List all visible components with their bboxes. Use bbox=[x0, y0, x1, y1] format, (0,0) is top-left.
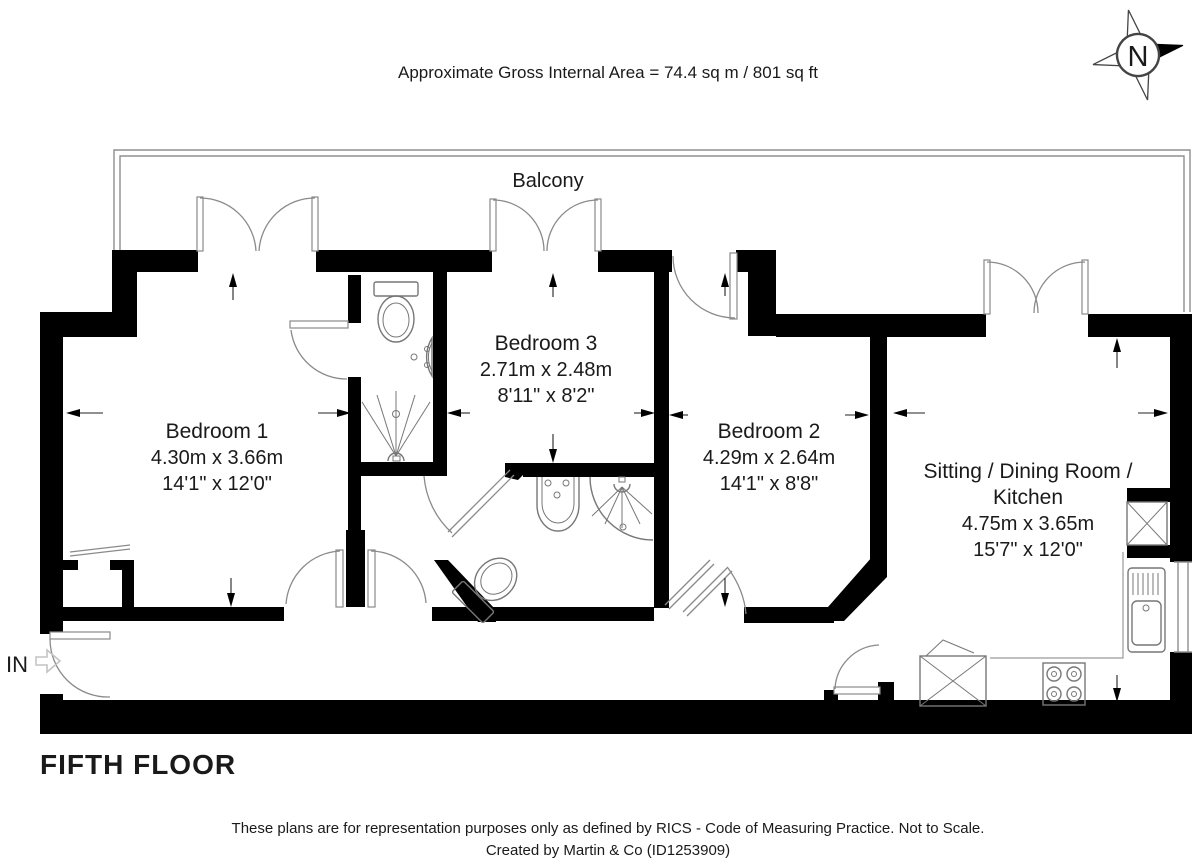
bedroom3-label: Bedroom 3 2.71m x 2.48m 8'11" x 8'2" bbox=[480, 332, 612, 407]
gross-internal-area-label: Approximate Gross Internal Area = 74.4 s… bbox=[398, 63, 818, 82]
kitchen-tall-unit-icon bbox=[1126, 501, 1168, 546]
sitting-room-imperial: 15'7" x 12'0" bbox=[973, 539, 1083, 561]
footer: These plans are for representation purpo… bbox=[232, 820, 985, 859]
entrance-in-label: IN bbox=[6, 652, 28, 677]
entrance-door bbox=[49, 631, 111, 698]
bedroom1-name: Bedroom 1 bbox=[166, 420, 269, 443]
sitting-room-balcony-french-doors bbox=[983, 259, 1089, 315]
sitting-room-label: Sitting / Dining Room / Kitchen 4.75m x … bbox=[924, 460, 1133, 561]
bedroom2-label: Bedroom 2 4.29m x 2.64m 14'1" x 8'8" bbox=[703, 420, 835, 495]
floor-title: FIFTH FLOOR bbox=[40, 749, 236, 780]
bedroom1-imperial: 14'1" x 12'0" bbox=[162, 473, 272, 495]
bedroom1-cupboard-door bbox=[69, 544, 131, 557]
ensuite-shower-icon bbox=[361, 391, 431, 462]
bathroom-shower-icon bbox=[589, 476, 654, 541]
balcony-railing bbox=[113, 149, 1191, 312]
doors bbox=[49, 196, 1089, 698]
bedroom3-name: Bedroom 3 bbox=[495, 332, 598, 355]
kitchen-appliance-icon bbox=[919, 639, 987, 707]
bedroom2-name: Bedroom 2 bbox=[718, 420, 821, 443]
footer-credit: Created by Martin & Co (ID1253909) bbox=[486, 842, 730, 859]
kitchen-hob-icon bbox=[1042, 662, 1086, 706]
inner-lobby-door bbox=[367, 549, 427, 608]
compass-circle bbox=[1115, 32, 1161, 78]
bedroom2-imperial: 14'1" x 8'8" bbox=[720, 473, 819, 495]
footer-disclaimer: These plans are for representation purpo… bbox=[232, 820, 985, 837]
bedroom2-balcony-door bbox=[672, 252, 738, 320]
bedroom3-metric: 2.71m x 2.48m bbox=[480, 359, 612, 381]
bedroom1-metric: 4.30m x 3.66m bbox=[151, 447, 283, 469]
balcony-label: Balcony bbox=[512, 170, 583, 192]
entrance-arrow-icon bbox=[35, 648, 62, 674]
bedroom3-imperial: 8'11" x 8'2" bbox=[497, 385, 594, 407]
bedroom2-metric: 4.29m x 2.64m bbox=[703, 447, 835, 469]
dimension-arrows bbox=[66, 273, 1168, 702]
entrance-annotation: IN bbox=[6, 648, 62, 677]
kitchen-sink-icon bbox=[1127, 567, 1166, 653]
ensuite-door bbox=[289, 320, 349, 380]
sitting-room-metric: 4.75m x 3.65m bbox=[962, 513, 1094, 535]
compass-north-label: N bbox=[1128, 41, 1149, 73]
bathroom-basin-icon bbox=[536, 477, 580, 532]
kitchen-window bbox=[1174, 561, 1192, 653]
bedroom1-label: Bedroom 1 4.30m x 3.66m 14'1" x 12'0" bbox=[151, 420, 283, 495]
bedroom1-hall-door bbox=[285, 549, 344, 608]
bedroom1-balcony-french-doors bbox=[196, 196, 319, 252]
compass-rose: N bbox=[1092, 9, 1184, 101]
sitting-room-name-line2: Kitchen bbox=[993, 486, 1063, 509]
sitting-room-name: Sitting / Dining Room / bbox=[924, 460, 1133, 483]
sitting-room-hall-door bbox=[833, 644, 881, 695]
bathroom-toilet-icon bbox=[451, 557, 518, 624]
ensuite-basin-icon bbox=[410, 335, 433, 379]
bedroom2-hall-door bbox=[664, 559, 747, 617]
ensuite-toilet-icon bbox=[373, 281, 419, 343]
fixtures bbox=[361, 281, 1168, 707]
bedroom3-balcony-french-doors bbox=[489, 198, 602, 252]
bathroom-door bbox=[423, 469, 515, 538]
kitchen-counter bbox=[990, 552, 1124, 659]
room-labels: Bedroom 1 4.30m x 3.66m 14'1" x 12'0" Be… bbox=[151, 332, 1133, 561]
